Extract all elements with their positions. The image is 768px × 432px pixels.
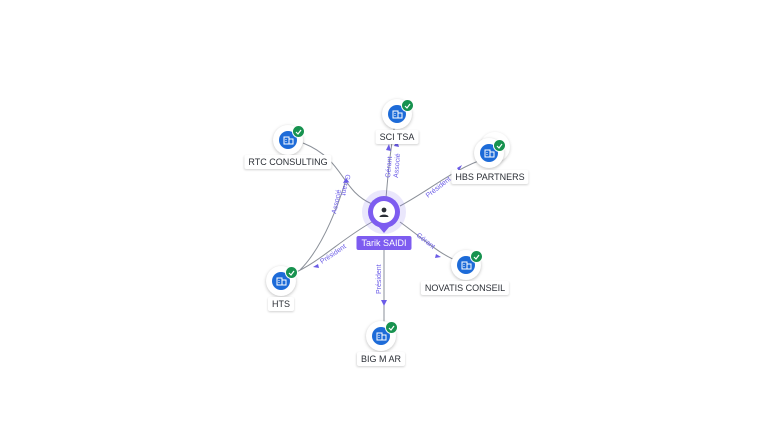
edge-rtc-hts-link: [299, 179, 347, 271]
check-icon: [292, 125, 305, 138]
arrow-novatis: [435, 254, 441, 258]
check-icon: [385, 321, 398, 334]
person-label: Tarik SAIDI: [356, 236, 412, 250]
check-icon: [470, 250, 483, 263]
person-pin: [368, 196, 400, 228]
relation-label-sci-tsa-gerant: Gérant: [385, 156, 394, 178]
check-icon: [285, 266, 298, 279]
relation-label-big-m-ar-president: Président: [376, 264, 383, 294]
edge-rtc-consulting: [302, 142, 373, 205]
company-label: BIG M AR: [356, 352, 406, 366]
arrow-rtc-consulting: [343, 178, 349, 183]
company-label: NOVATIS CONSEIL: [420, 281, 510, 295]
arrow-hts: [313, 264, 319, 268]
person-icon: [373, 201, 395, 223]
company-label: HBS PARTNERS: [451, 170, 529, 184]
person-pin-tip: [378, 226, 390, 233]
relation-label-rtc-gerant: Gérant: [339, 174, 351, 196]
relation-label-hts-president: Président: [319, 243, 347, 265]
check-icon: [401, 99, 414, 112]
relation-label-rtc-associe: Associé: [331, 189, 343, 215]
relation-label-hbs-president: Président: [425, 176, 453, 200]
company-label: HTS: [268, 297, 294, 311]
company-label: SCI TSA: [375, 130, 419, 144]
relation-label-novatis-gerant: Gérant: [415, 232, 436, 251]
company-label: RTC CONSULTING: [244, 155, 332, 169]
arrow-sci-tsa-2: [386, 144, 391, 151]
arrow-big-m-ar: [381, 300, 387, 306]
arrow-hbs-partners: [457, 165, 462, 171]
relation-label-sci-tsa-associe: Associé: [393, 153, 402, 178]
check-icon: [493, 139, 506, 152]
